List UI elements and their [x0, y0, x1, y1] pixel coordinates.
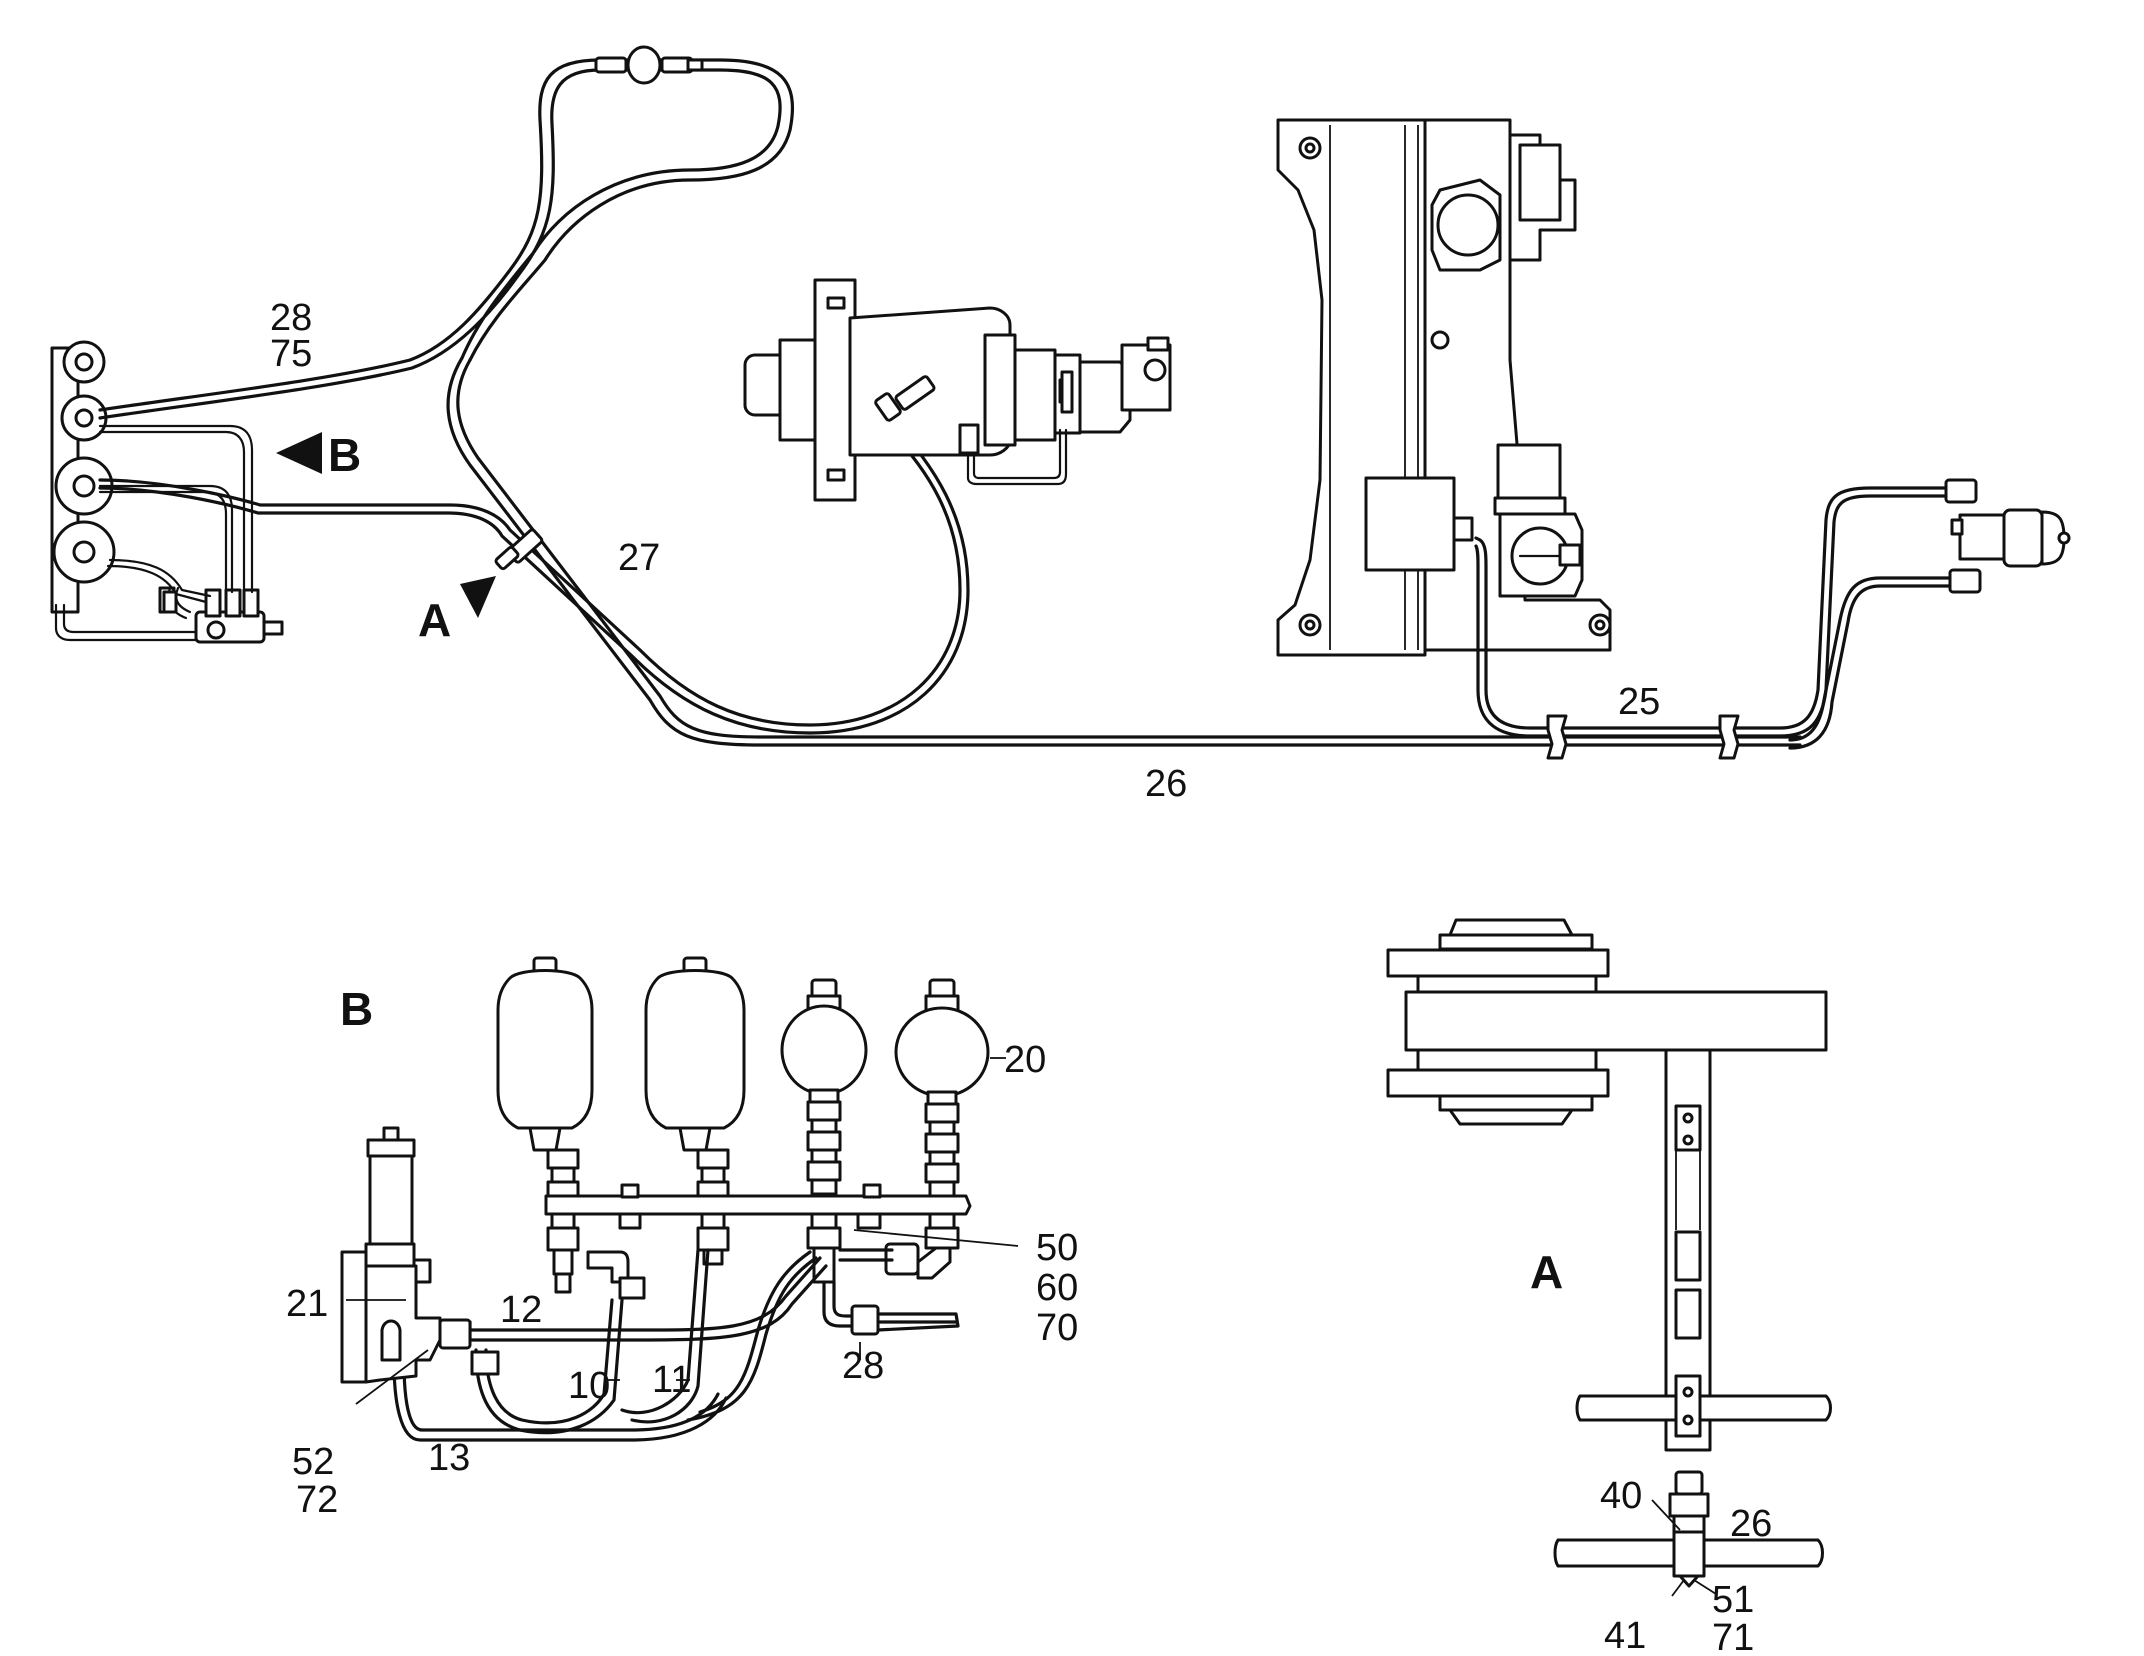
- left-valve-bracket: [50, 340, 116, 614]
- label-28-detail: 28: [842, 1345, 884, 1387]
- hose-27: [98, 412, 970, 735]
- hose-28-75: [98, 45, 795, 420]
- hose-25: [1474, 486, 1954, 760]
- mounting-plate: [544, 1183, 972, 1230]
- view-b-marker-label: B: [328, 429, 361, 481]
- label-71: 71: [1712, 1617, 1754, 1656]
- label-26-detail: 26: [1730, 1503, 1772, 1545]
- label-41: 41: [1604, 1615, 1646, 1656]
- label-25: 25: [1618, 681, 1660, 723]
- detail-b-title: B: [340, 983, 373, 1035]
- label-12: 12: [500, 1289, 542, 1331]
- label-70: 70: [1036, 1307, 1078, 1349]
- hose-26: [446, 356, 1802, 747]
- frame-member: [1276, 118, 1612, 657]
- label-50: 50: [1036, 1227, 1078, 1269]
- valve-21: [340, 1126, 500, 1384]
- accumulator-2: [644, 956, 746, 1152]
- detail-a-title: A: [1530, 1246, 1563, 1298]
- label-51: 51: [1712, 1579, 1754, 1621]
- label-52: 52: [292, 1441, 334, 1483]
- accumulator-1: [496, 956, 594, 1152]
- pump-motor-assembly: [743, 278, 1172, 502]
- label-75: 75: [270, 333, 312, 375]
- detail-b-leaders: [346, 1057, 1019, 1405]
- wheel-hub-assembly: [1386, 918, 1832, 1452]
- label-72: 72: [296, 1479, 338, 1521]
- view-a-marker-label: A: [418, 594, 451, 646]
- label-20: 20: [1004, 1039, 1046, 1081]
- view-b-arrow: B: [276, 429, 361, 481]
- detail-a-drawing: A: [1386, 918, 1832, 1656]
- view-a-arrow: A: [418, 576, 496, 646]
- detail-b-drawing: B: [286, 956, 1078, 1521]
- label-26: 26: [1145, 763, 1187, 805]
- lower-fittings: [546, 1212, 960, 1300]
- label-10: 10: [568, 1365, 610, 1407]
- detail-a-leaders: [1651, 1499, 1717, 1597]
- label-27: 27: [618, 537, 660, 579]
- label-11: 11: [652, 1359, 691, 1401]
- label-40: 40: [1600, 1475, 1642, 1517]
- small-actuator: [1944, 478, 2071, 594]
- accumulator-4: [894, 978, 990, 1106]
- label-13: 13: [428, 1437, 470, 1479]
- label-21: 21: [286, 1283, 328, 1325]
- label-60: 60: [1036, 1267, 1078, 1309]
- bleed-valve-assembly: [1553, 1470, 1824, 1588]
- bracket-small-lines: [54, 424, 254, 642]
- accumulator-3: [780, 978, 868, 1104]
- fitting-stacks: [546, 1100, 960, 1198]
- label-28: 28: [270, 297, 312, 339]
- overview-drawing: B A 28 75 27 25 26: [50, 45, 2071, 805]
